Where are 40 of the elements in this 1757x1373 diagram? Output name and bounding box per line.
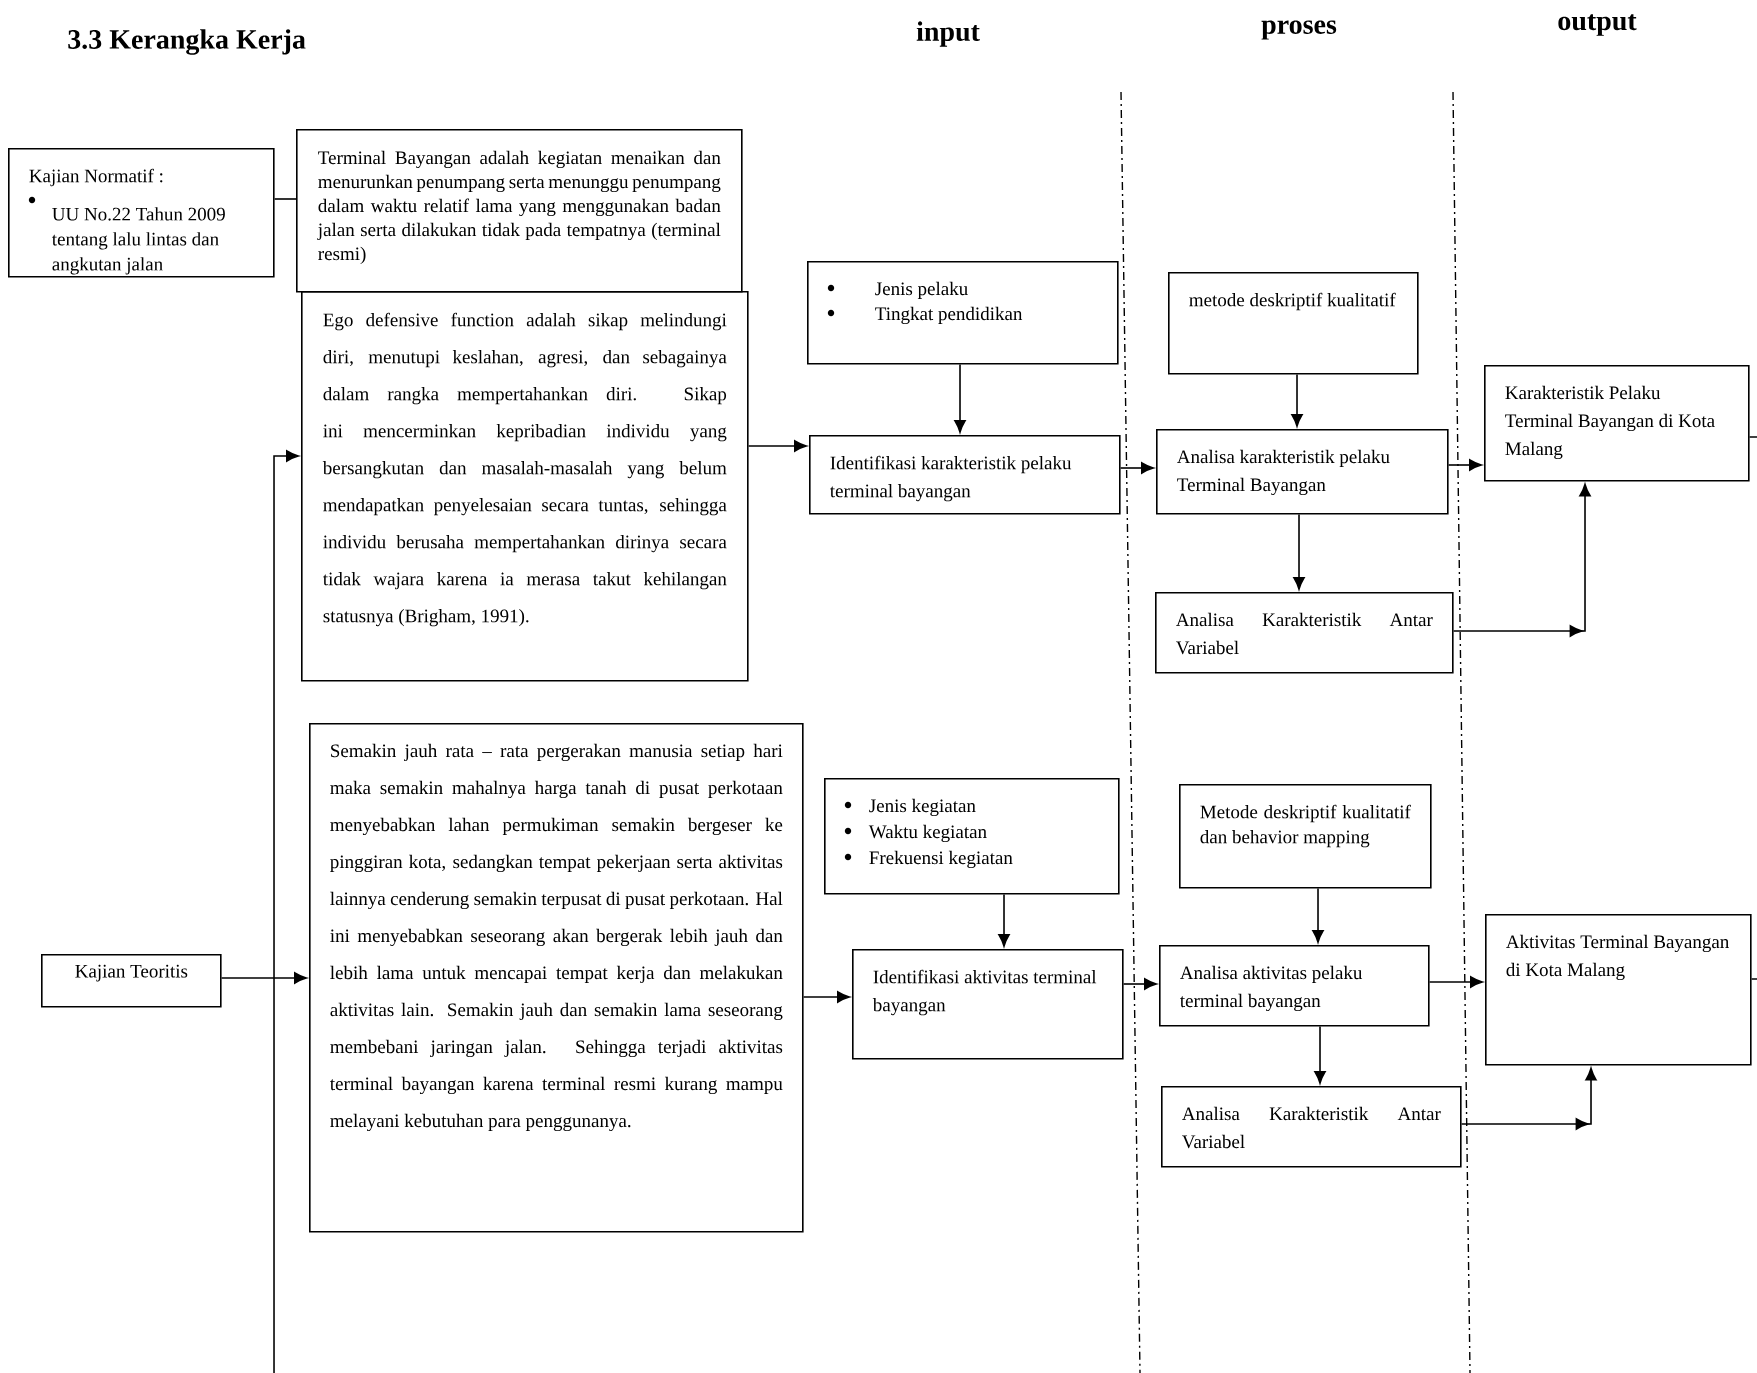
connector-line: [273, 198, 297, 200]
text-box: metode deskriptif kualitatif: [1168, 272, 1419, 375]
connector-line: [1750, 978, 1757, 980]
arrow: [1452, 483, 1591, 637]
column-heading: input: [916, 21, 980, 47]
text-box: Kajian Normatif : UU No.22 Tahun 2009 tentang lalu lintas dan angkutan jalan: [8, 148, 275, 278]
text-box: Analisa aktivitas pelaku terminal bayangan: [1159, 945, 1430, 1027]
arrow: [1293, 513, 1305, 590]
text-box: Identifikasi aktivitas terminal bayangan: [852, 949, 1124, 1060]
arrow: [1312, 887, 1324, 943]
arrow: [273, 450, 299, 1373]
arrow: [802, 991, 850, 1003]
text-box: Metode deskriptif kualitatif dan behavior mapping: [1179, 784, 1432, 889]
arrow: [1291, 373, 1303, 427]
arrow: [954, 363, 966, 433]
text-box: Analisa Karakteristik Antar Variabel: [1155, 592, 1454, 674]
text-box: Kajian Teoritis: [41, 954, 222, 1008]
connector-line: [1748, 436, 1757, 438]
text-box: Analisa Karakteristik Antar Variabel: [1161, 1086, 1462, 1168]
arrow: [1428, 976, 1483, 988]
arrow: [747, 440, 807, 452]
arrow: [1447, 459, 1482, 471]
text-box: Analisa karakteristik pelaku Terminal Bayangan: [1156, 429, 1449, 515]
arrow: [1314, 1025, 1326, 1084]
text-box: Terminal Bayangan adalah kegiatan menaikan dan menurunkan penumpang serta menunggu penumpang dalam waktu relatif lama yang menggunakan badan jalan serta dilakukan tidak pada tempatnya (terminal resmi): [296, 129, 743, 293]
text-box: Jenis kegiatan Waktu kegiatan Frekuensi kegiatan: [824, 778, 1120, 895]
arrow: [1119, 462, 1154, 474]
column-heading: output: [1558, 14, 1637, 36]
arrow: [1122, 978, 1157, 990]
text-box: Semakin jauh rata – rata pergerakan manusia setiap hari maka semakin mahalnya harga tanah di pusat perkotaan menyebabkan lahan permukiman semakin bergeser ke pinggiran kota, sedangkan tempat pekerjaan serta aktivitas lainnya cenderung semakin terpusat di pusat perkotaan. Hal ini menyebabkan seseorang akan bergerak lebih jauh dan lebih lama untuk mencapai tempat kerja dan melakukan aktivitas lain. Semakin jauh dan semakin lama seseorang membebani jaringan jalan. Sehingga terjadi aktivitas terminal bayangan karena terminal resmi kurang mampu melayani kebutuhan para penggunanya.: [309, 723, 804, 1233]
column-heading: proses: [1261, 20, 1337, 40]
text-box: Identifikasi karakteristik pelaku terminal bayangan: [809, 435, 1121, 515]
arrow: [998, 893, 1010, 947]
arrow: [220, 972, 307, 984]
heading: 3.3 Kerangka Kerja: [68, 29, 306, 55]
text-box: Ego defensive function adalah sikap melindungi diri, menutupi keslahan, agresi, dan sebagainya dalam rangka mempertahankan diri. Sikap ini mencerminkan kepribadian individu yang bersangkutan dan masalah-masalah yang belum mendapatkan penyelesaian secara tuntas, sehingga individu berusaha mempertahankan dirinya secara tidak wajara karena ia merasa takut kehilangan statusnya (Brigham, 1991).: [301, 291, 749, 682]
text-box: Karakteristik Pelaku Terminal Bayangan di Kota Malang: [1484, 365, 1750, 482]
text-box: Jenis pelaku Tingkat pendidikan: [807, 261, 1119, 365]
text-box: Aktivitas Terminal Bayangan di Kota Malang: [1485, 914, 1752, 1066]
arrow: [1460, 1067, 1597, 1130]
